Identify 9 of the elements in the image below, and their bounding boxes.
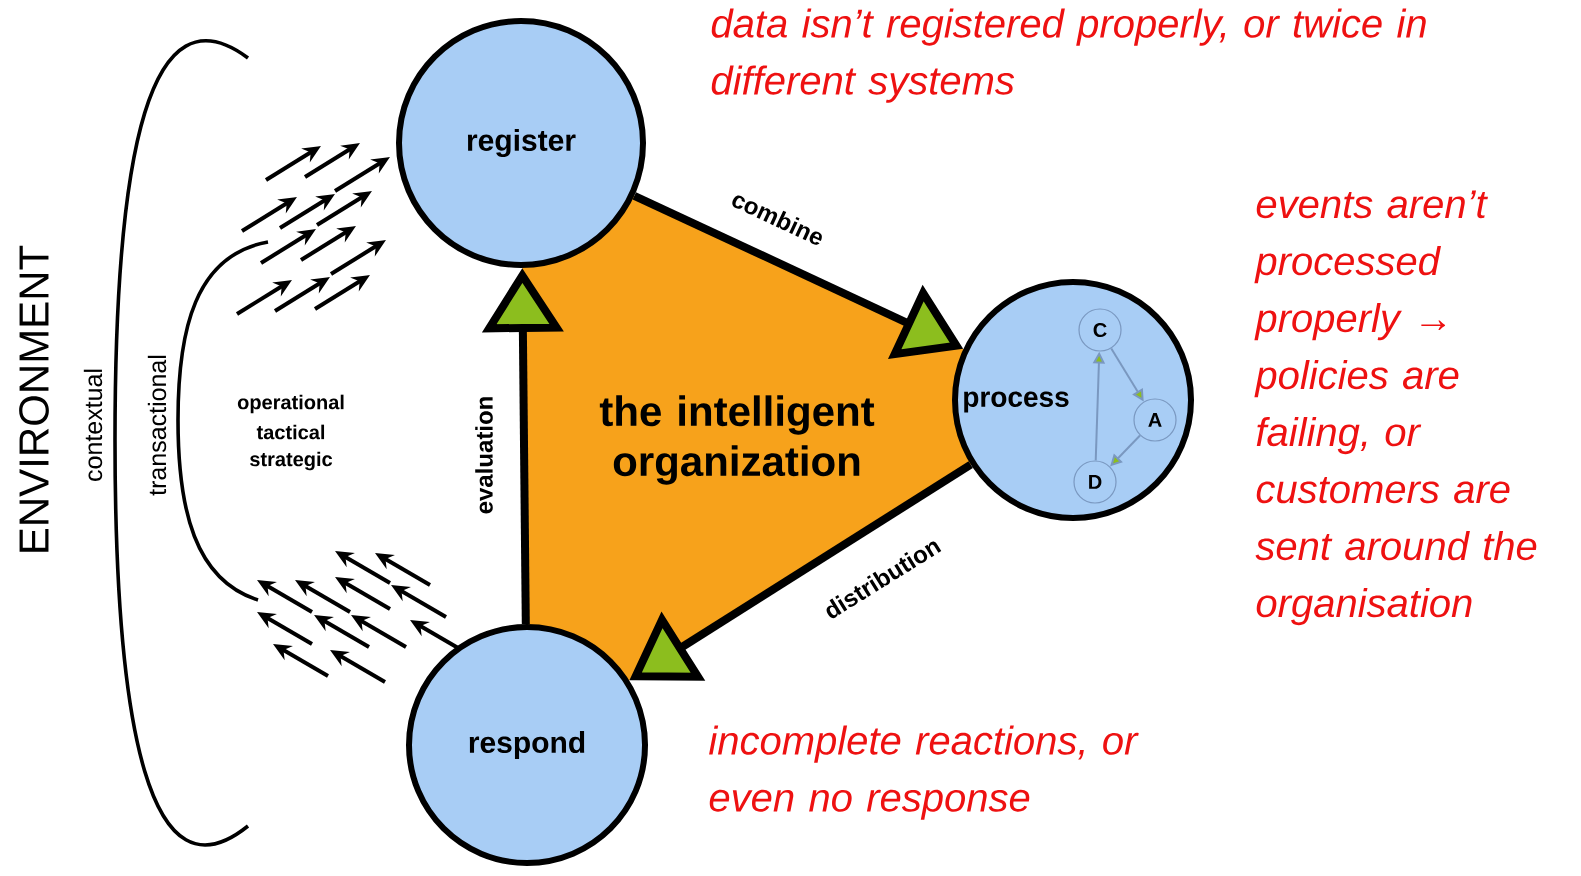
level-label: operational (237, 394, 344, 414)
note: data isn’t registered properly, or twice in different systems (711, 8, 1426, 103)
edge-label: evaluation (475, 397, 493, 514)
level-label: contextual (83, 369, 103, 481)
level-label: transactional (147, 355, 167, 496)
note: events aren’t processed properly → policies are failing, or customers are sent around the organisation (1254, 190, 1537, 626)
level-label: tactical (256, 424, 325, 440)
level-label: strategic (250, 451, 333, 471)
heading: ENVIRONMENT (19, 245, 49, 552)
